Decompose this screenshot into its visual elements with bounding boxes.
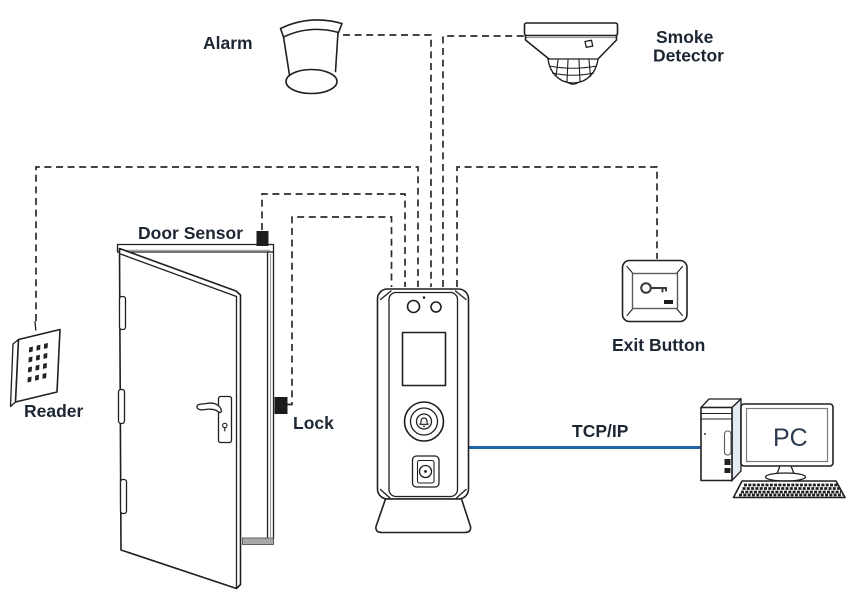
smoke-detector-device (523, 22, 619, 85)
lock-wire (287, 216, 393, 406)
exit-button-wire (456, 166, 658, 287)
sensor-module (411, 455, 440, 488)
door-leaf (118, 247, 242, 590)
reader-keypad (27, 342, 48, 383)
exit-button-device (621, 259, 688, 323)
lock-label: Lock (293, 413, 334, 433)
door (116, 243, 275, 590)
wires (35, 34, 658, 406)
reader-wire (35, 166, 419, 321)
door-hinge (118, 295, 127, 331)
pc-keyboard (732, 480, 846, 499)
door-threshold (242, 537, 274, 545)
bell-icon (419, 417, 429, 425)
smoke-label-line1: Smoke (656, 27, 714, 47)
controller-base (375, 498, 472, 534)
controller-screen (401, 331, 447, 387)
alarm-label: Alarm (203, 33, 253, 53)
doorbell-button (403, 401, 445, 442)
monitor-base (764, 472, 807, 482)
mic-dot (422, 296, 426, 299)
door-sensor-wire (261, 193, 406, 287)
access-controller-device (375, 288, 472, 534)
alarm-wire (343, 34, 432, 287)
smoke-label-line2: Detector (653, 46, 724, 66)
exit-button-label: Exit Button (612, 335, 705, 355)
door-handle (196, 395, 233, 444)
door-sensor-device (256, 231, 269, 246)
door-hinge (117, 388, 126, 425)
pc-label: PC (773, 424, 808, 452)
reader-device (9, 320, 61, 408)
reader-label: Reader (24, 401, 84, 421)
pc-tower (700, 397, 742, 483)
door-hinge (119, 478, 128, 515)
door-lintel (116, 243, 275, 253)
key-icon (640, 282, 667, 294)
camera-lens (430, 301, 442, 313)
door-sensor-label: Door Sensor (138, 223, 243, 243)
lock-device (274, 397, 288, 414)
pc-group (700, 397, 846, 499)
pc-monitor (740, 403, 834, 482)
tcpip-label: TCP/IP (572, 421, 629, 441)
smoke-detector-wire (442, 35, 524, 287)
alarm-device (279, 19, 343, 95)
camera-lens (406, 299, 421, 314)
